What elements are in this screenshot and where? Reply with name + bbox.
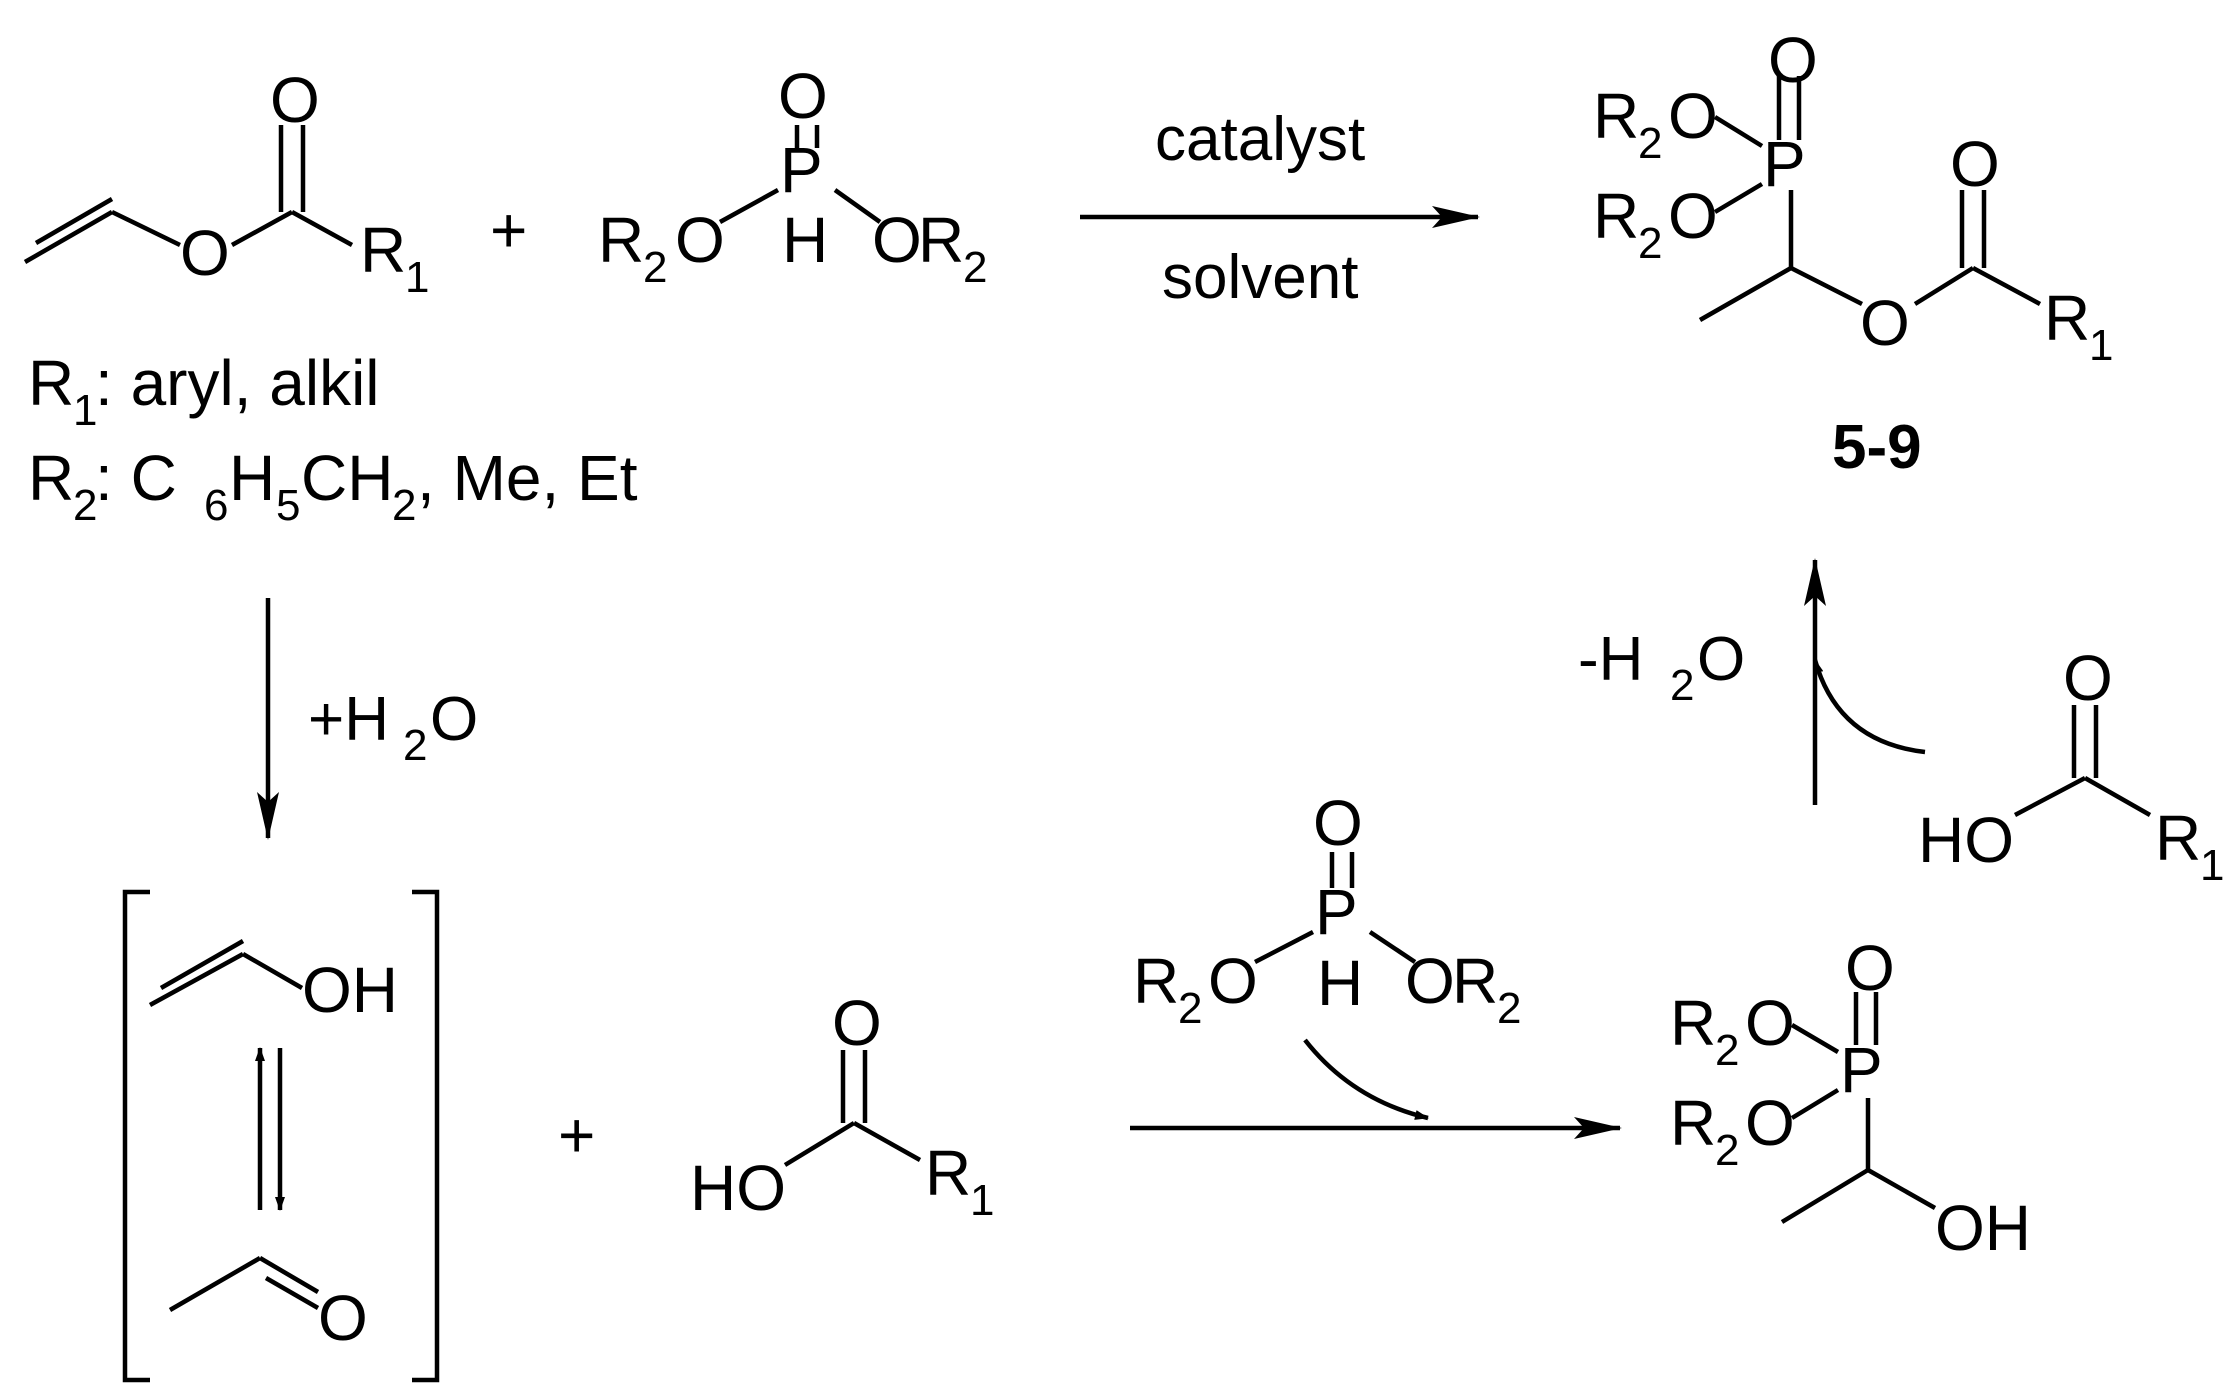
plus-sign-2: +	[558, 1099, 595, 1171]
svg-text:O: O	[1668, 80, 1718, 152]
svg-text:O: O	[430, 685, 478, 754]
svg-text:R: R	[1593, 180, 1639, 252]
svg-text:H: H	[1317, 947, 1363, 1019]
svg-text:R: R	[1670, 1087, 1716, 1159]
svg-text:O: O	[1745, 987, 1795, 1059]
svg-text:2: 2	[1497, 984, 1521, 1033]
svg-text:2: 2	[1715, 1026, 1739, 1075]
svg-text:2: 2	[73, 481, 97, 530]
svg-text:R: R	[1593, 80, 1639, 152]
svg-text:R: R	[2155, 802, 2201, 874]
solvent-label: solvent	[1162, 243, 1358, 312]
svg-text:R: R	[1452, 945, 1498, 1017]
catalyst-label: catalyst	[1155, 105, 1365, 174]
r1-group: R	[360, 214, 406, 286]
svg-text:R: R	[2044, 282, 2090, 354]
svg-text:OH: OH	[1935, 1192, 2031, 1264]
svg-text:O: O	[1950, 128, 2000, 200]
svg-text:1: 1	[405, 253, 429, 302]
svg-text:O: O	[1313, 787, 1363, 859]
svg-text:, Me, Et: , Me, Et	[417, 442, 638, 514]
svg-text:P: P	[1840, 1034, 1883, 1106]
svg-text:6: 6	[204, 481, 228, 530]
svg-text:R: R	[1133, 945, 1179, 1017]
plus-sign: +	[490, 194, 527, 266]
svg-text:1: 1	[2200, 841, 2224, 890]
svg-text:O: O	[872, 204, 922, 276]
phosphite-reagent-structure: R 2 O P O H O R 2	[1133, 787, 1521, 1033]
svg-text:2: 2	[963, 243, 987, 292]
svg-text:HO: HO	[690, 1152, 786, 1224]
minus-water-label: -H	[1578, 625, 1643, 694]
svg-text:1: 1	[73, 386, 97, 435]
r2-description: : C	[95, 442, 177, 514]
svg-text:R: R	[1670, 987, 1716, 1059]
hydroxyphosphonate-structure: R 2 O R 2 O P O OH	[1670, 932, 2031, 1264]
svg-text:O: O	[1405, 945, 1455, 1017]
svg-text:O: O	[1697, 625, 1745, 694]
product-structure: R 2 O R 2 O P O O O R 1	[1593, 24, 2113, 370]
svg-text:O: O	[1668, 180, 1718, 252]
svg-text:O: O	[1845, 932, 1895, 1004]
r1-description: : aryl, alkil	[95, 347, 380, 419]
vinyl-alcohol-oh: OH	[302, 954, 398, 1026]
svg-text:2: 2	[392, 481, 416, 530]
svg-text:R: R	[28, 347, 74, 419]
acetaldehyde-oxygen: O	[318, 1282, 368, 1354]
dialkyl-phosphite-structure: R 2 O P O H O R 2	[598, 60, 987, 292]
r2-group: R	[598, 204, 644, 276]
compound-number-label: 5-9	[1832, 413, 1922, 482]
add-water-label: +H	[308, 685, 389, 754]
svg-text:2: 2	[643, 243, 667, 292]
svg-text:H: H	[229, 442, 275, 514]
tautomer-bracket: OH O	[122, 889, 440, 1383]
svg-text:2: 2	[1670, 661, 1694, 710]
svg-text:O: O	[1768, 24, 1818, 96]
phosphite-curved-arrow	[1303, 1038, 1429, 1121]
svg-text:2: 2	[403, 721, 427, 770]
svg-text:O: O	[1745, 1087, 1795, 1159]
svg-text:2: 2	[1178, 984, 1202, 1033]
carbonyl-oxygen: O	[270, 64, 320, 136]
svg-text:2: 2	[1638, 119, 1662, 168]
svg-text:1: 1	[970, 1176, 994, 1225]
svg-text:O: O	[2063, 642, 2113, 714]
svg-text:R: R	[28, 442, 74, 514]
svg-text:2: 2	[1638, 219, 1662, 268]
svg-text:HO: HO	[1918, 804, 2014, 876]
carboxylic-acid-2-structure: HO O R 1	[1918, 642, 2224, 890]
substituent-legend: R 1 : aryl, alkil R 2 : C 6 H 5 CH 2 , M…	[28, 347, 638, 530]
svg-text:O: O	[1860, 287, 1910, 359]
svg-text:2: 2	[1715, 1126, 1739, 1175]
phosphite-hydrogen: H	[782, 204, 828, 276]
acid-curved-arrow	[1812, 659, 1926, 755]
svg-text:O: O	[832, 987, 882, 1059]
svg-text:5: 5	[276, 481, 300, 530]
svg-text:R: R	[918, 204, 964, 276]
svg-text:R: R	[925, 1137, 971, 1209]
svg-text:1: 1	[2089, 321, 2113, 370]
svg-text:O: O	[675, 204, 725, 276]
svg-text:CH: CH	[301, 442, 393, 514]
ester-oxygen: O	[180, 217, 230, 289]
svg-text:O: O	[778, 60, 828, 132]
carboxylic-acid-structure: HO O R 1	[690, 987, 994, 1225]
svg-text:O: O	[1208, 945, 1258, 1017]
vinyl-ester-structure: O O R 1	[23, 64, 429, 302]
